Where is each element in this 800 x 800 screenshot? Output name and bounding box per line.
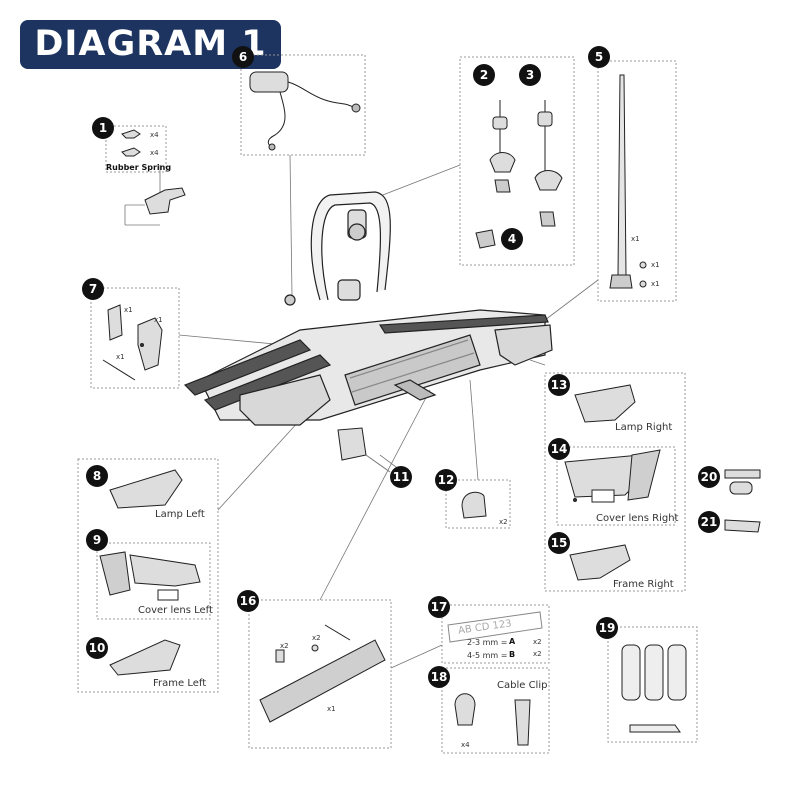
callout-18: 18: [428, 666, 450, 688]
box-part-5: [597, 60, 677, 302]
part-9-cover-lens-left: [99, 551, 201, 601]
box-part-17: [441, 604, 550, 664]
qty-part-16b: x2: [312, 634, 321, 642]
qty-part-17a: x2: [533, 638, 542, 646]
part-4-rubber-cap: [475, 229, 496, 249]
part-3-arm-clamp-long: [534, 100, 563, 227]
callout-11: 11: [390, 466, 412, 488]
qty-part-1b: x4: [150, 149, 159, 157]
part-8-lamp-left: [109, 469, 183, 509]
label-frame-right: Frame Right: [613, 579, 674, 590]
callout-17: 17: [428, 596, 450, 618]
qty-part-16c: x1: [327, 705, 336, 713]
part-21-key: [724, 519, 761, 533]
callout-12: 12: [435, 469, 457, 491]
qty-part-7a: x1: [124, 306, 133, 314]
qty-part-18: x4: [461, 741, 470, 749]
part-boxes: [77, 54, 698, 754]
part-12-cap: [461, 491, 487, 519]
box-part-2-4: [459, 56, 575, 266]
callout-5: 5: [588, 46, 610, 68]
box-part-13-15: [544, 372, 686, 592]
qty-part-12: x2: [499, 518, 508, 526]
qty-part-5b: x1: [651, 261, 660, 269]
box-part-14: [556, 446, 676, 526]
size-4-5mm: 4-5 mm =: [467, 651, 508, 660]
callout-21: 21: [698, 511, 720, 533]
box-part-18: [441, 667, 550, 754]
part-13-lamp-right: [574, 384, 636, 423]
qty-part-7b: x1: [154, 316, 163, 324]
callout-13: 13: [548, 374, 570, 396]
callout-7: 7: [82, 278, 104, 300]
part-18-cable-clip: [454, 693, 531, 746]
qty-part-17b: x2: [533, 650, 542, 658]
label-lamp-right: Lamp Right: [615, 422, 673, 433]
label-frame-left: Frame Left: [153, 678, 207, 689]
part-10-frame-left: [109, 639, 181, 676]
label-rubber-spring: Rubber Spring: [106, 163, 172, 172]
box-part-19: [607, 626, 698, 743]
qty-part-16a: x2: [280, 642, 289, 650]
box-part-6: [240, 54, 366, 156]
diagram-title: DIAGRAM 1: [20, 20, 281, 69]
part-5-strap: [609, 74, 647, 289]
part-17-number-plate: [447, 611, 543, 643]
label-cable-clip: Cable Clip: [497, 680, 548, 691]
qty-part-5c: x1: [651, 280, 660, 288]
callout-8: 8: [86, 465, 108, 487]
callout-15: 15: [548, 532, 570, 554]
callout-16: 16: [237, 590, 259, 612]
part-1-rubber-spring: [121, 129, 186, 226]
size-letter-a: A: [509, 637, 516, 646]
part-7-bracket-set: [102, 304, 163, 381]
box-part-9: [96, 542, 211, 620]
part-15-frame-right: [569, 544, 631, 581]
box-part-1: [105, 125, 167, 173]
callout-4: 4: [501, 228, 523, 250]
part-20-lock-and-key: [724, 469, 761, 495]
callout-6: 6: [232, 46, 254, 68]
part-11-plug: [337, 427, 391, 473]
callout-10: 10: [86, 637, 108, 659]
size-letter-b: B: [509, 650, 516, 659]
qty-part-1a: x4: [150, 131, 159, 139]
callout-14: 14: [548, 438, 570, 460]
bike-carrier-assembly: [183, 191, 553, 426]
callout-19: 19: [596, 617, 618, 639]
leader-lines: [159, 154, 599, 669]
callout-2: 2: [473, 64, 495, 86]
callout-3: 3: [519, 64, 541, 86]
part-16-plate-holder: [259, 624, 386, 723]
box-part-8-10: [77, 458, 219, 693]
label-lamp-left: Lamp Left: [155, 509, 205, 520]
box-part-16: [248, 599, 392, 749]
callout-1: 1: [92, 117, 114, 139]
qty-part-5a: x1: [631, 235, 640, 243]
callout-9: 9: [86, 529, 108, 551]
size-2-3mm: 2-3 mm =: [467, 638, 508, 647]
part-14-cover-lens-right: [564, 449, 661, 503]
label-cover-lens-right: Cover lens Right: [596, 513, 679, 524]
box-part-7: [90, 287, 180, 389]
part-19-bottles: [621, 644, 687, 733]
qty-part-7c: x1: [116, 353, 125, 361]
callout-20: 20: [698, 466, 720, 488]
part-2-arm-clamp: [489, 100, 516, 193]
label-cover-lens-left: Cover lens Left: [138, 605, 213, 616]
part-6-cable: [249, 71, 361, 151]
